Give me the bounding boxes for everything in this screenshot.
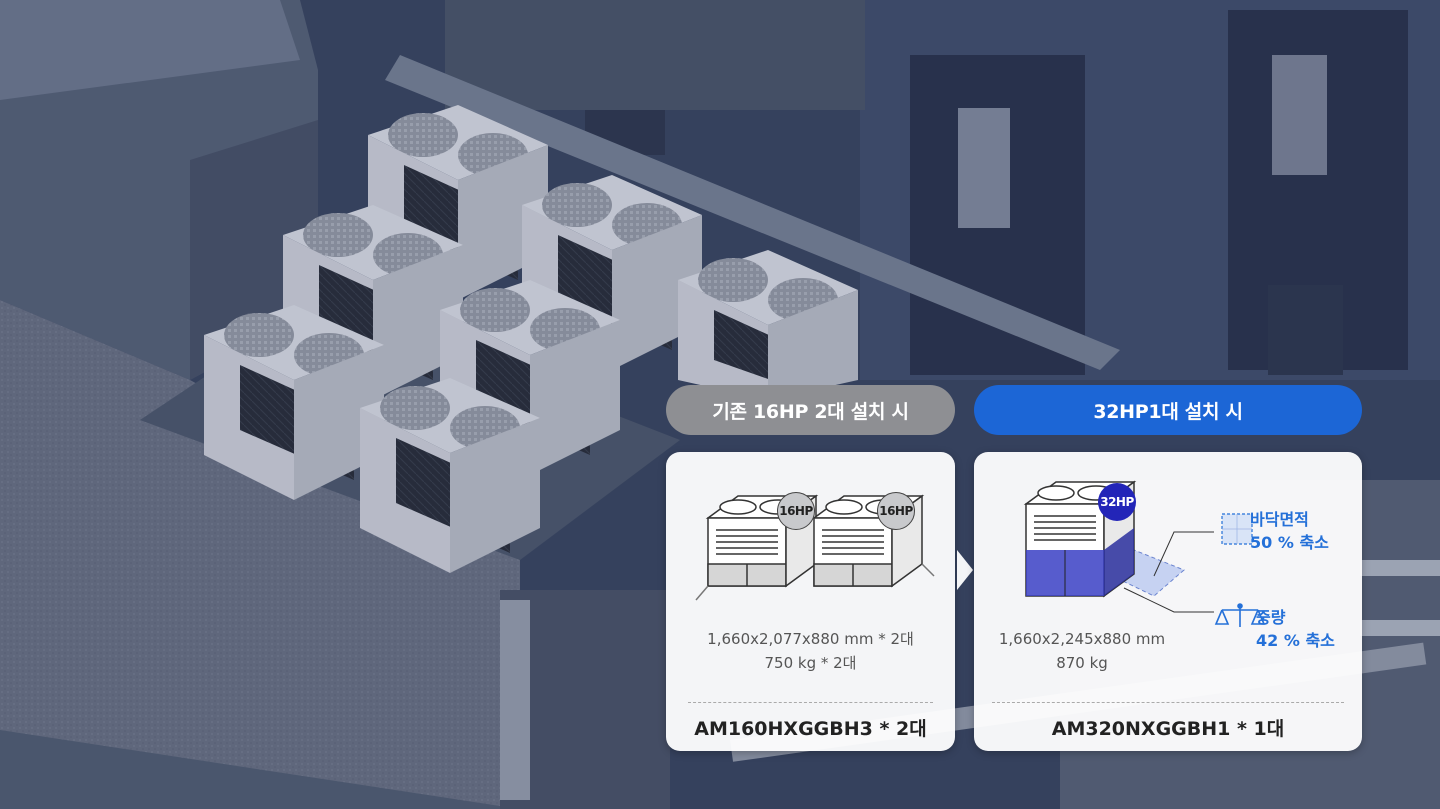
badge-16hp-1: 16HP [777, 492, 815, 530]
after-spec-weight: 870 kg [1056, 654, 1108, 672]
after-model: AM320NXGGBH1 * 1대 [1051, 717, 1285, 740]
weight-value: 42 % 축소 [1256, 631, 1335, 650]
badge-32hp: 32HP [1098, 483, 1136, 521]
area-reduction-note: 바닥면적 50 % 축소 [1250, 508, 1329, 554]
before-spec-weight: 750 kg * 2대 [764, 654, 857, 672]
before-divider [688, 702, 933, 703]
after-divider [992, 702, 1344, 703]
single-unit-diagram [1023, 480, 1266, 627]
two-unit-diagram [695, 494, 935, 601]
before-spec-dim: 1,660x2,077x880 mm * 2대 [707, 630, 914, 648]
area-label: 바닥면적 [1250, 510, 1309, 529]
before-title: 기존 16HP 2대 설치 시 [712, 400, 909, 423]
comparison-arrow [957, 550, 973, 590]
area-grid-icon [1221, 513, 1253, 545]
before-model: AM160HXGGBH3 * 2대 [694, 717, 927, 740]
after-spec-dim: 1,660x2,245x880 mm [998, 630, 1166, 648]
ac-units [204, 105, 858, 573]
weight-label: 중량 [1256, 608, 1286, 627]
after-card: 32HP 바닥면적 50 % 축소 중량 42 % 축소 1,660x2,245… [974, 452, 1362, 751]
badge-32hp-label: 32HP [1100, 495, 1134, 509]
before-title-pill: 기존 16HP 2대 설치 시 [666, 385, 955, 435]
scale-icon [1214, 603, 1266, 627]
after-title-pill: 32HP1대 설치 시 [974, 385, 1362, 435]
badge-16hp-label-1: 16HP [779, 504, 813, 518]
badge-16hp-2: 16HP [877, 492, 915, 530]
after-spec: 1,660x2,245x880 mm 870 kg [982, 627, 1182, 675]
area-value: 50 % 축소 [1250, 533, 1329, 552]
badge-16hp-label-2: 16HP [879, 504, 913, 518]
after-title: 32HP1대 설치 시 [1093, 400, 1243, 423]
before-spec: 1,660x2,077x880 mm * 2대 750 kg * 2대 [666, 627, 955, 675]
before-card: 16HP 16HP 1,660x2,077x880 mm * 2대 750 kg… [666, 452, 955, 751]
weight-reduction-note: 중량 42 % 축소 [1256, 606, 1335, 652]
